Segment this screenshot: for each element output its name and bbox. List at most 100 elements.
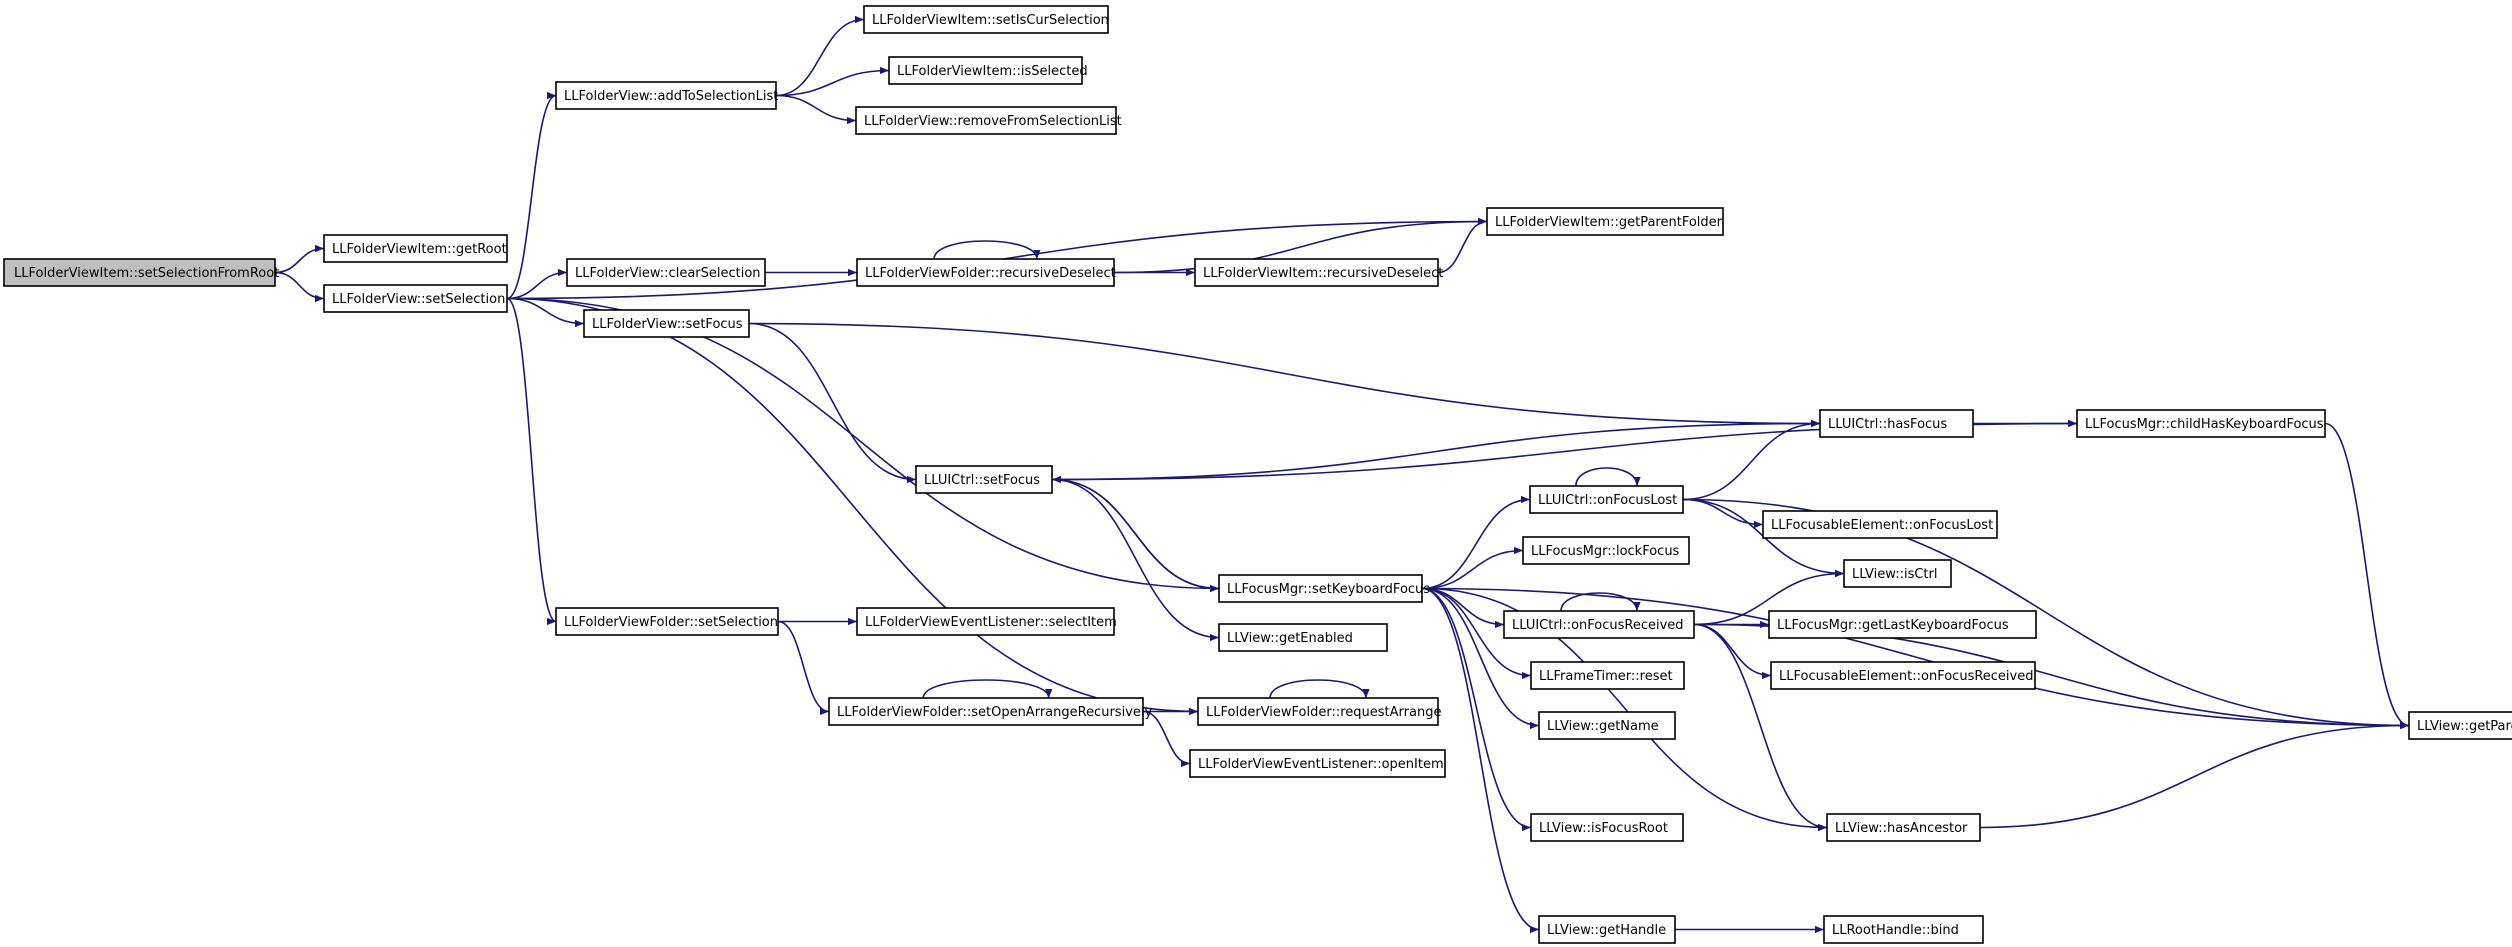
node-label: LLFolderViewItem::getRoot <box>332 242 507 257</box>
node-label: LLFolderViewItem::recursiveDeselect <box>1203 266 1443 281</box>
node-addtoselectionlist[interactable]: LLFolderView::addToSelectionList <box>555 81 778 110</box>
call-edge-n17-n14 <box>1051 475 1220 590</box>
node-item-recursivedeselect[interactable]: LLFolderViewItem::recursiveDeselect <box>1194 258 1443 287</box>
call-edge-n3-n6 <box>775 94 857 125</box>
call-edge-n10-n7 <box>1437 217 1488 274</box>
node-openitem[interactable]: LLFolderViewEventListener::openItem <box>1189 749 1446 778</box>
node-folderview-setfocus[interactable]: LLFolderView::setFocus <box>583 309 750 338</box>
node-childhaskeyboardfocus[interactable]: LLFocusMgr::childHasKeyboardFocus <box>2076 409 2326 438</box>
node-label: LLView::getParent <box>2417 719 2512 734</box>
call-edge-n17-n15 <box>1421 495 1531 590</box>
node-getroot[interactable]: LLFolderViewItem::getRoot <box>323 234 508 263</box>
node-folderviewfolder-setselection[interactable]: LLFolderViewFolder::setSelection <box>555 607 779 636</box>
call-edge-n3-n5 <box>775 66 890 97</box>
call-edge-n2-n20 <box>506 297 557 625</box>
call-edge-n9-n9 <box>933 240 1041 260</box>
node-label: LLFocusMgr::setKeyboardFocus <box>1227 582 1430 597</box>
node-label: LLFocusableElement::onFocusReceived <box>1779 669 2034 684</box>
node-folder-recursivedeselect[interactable]: LLFolderViewFolder::recursiveDeselect <box>856 258 1116 287</box>
node-label: LLFolderViewItem::isSelected <box>897 64 1088 79</box>
call-edge-n28-n28 <box>1269 679 1370 699</box>
call-edge-n2-n28 <box>506 297 1199 716</box>
node-label: LLUICtrl::hasFocus <box>1828 417 1947 432</box>
node-removefromselectionlist[interactable]: LLFolderView::removeFromSelectionList <box>855 106 1122 135</box>
call-edge-n17-n18 <box>1421 546 1524 590</box>
node-hasancestor[interactable]: LLView::hasAncestor <box>1826 813 1981 842</box>
call-edge-n23-n26 <box>1693 623 1772 680</box>
node-hasfocus[interactable]: LLUICtrl::hasFocus <box>1819 409 1974 438</box>
node-getlastkeyboardfocus[interactable]: LLFocusMgr::getLastKeyboardFocus <box>1768 610 2037 639</box>
node-label: LLFolderViewFolder::setSelection <box>564 615 778 630</box>
call-edge-n0-n2 <box>274 271 325 303</box>
call-edge-n17-n30 <box>1421 587 2410 730</box>
node-setiscurselection[interactable]: LLFolderViewItem::setIsCurSelection <box>863 5 1109 34</box>
node-label: LLFolderView::setFocus <box>592 317 743 332</box>
call-edges <box>274 15 2410 934</box>
node-label: LLFolderView::addToSelectionList <box>564 89 778 104</box>
call-edge-n33-n30 <box>1979 721 2410 829</box>
call-edge-n15-n12 <box>1682 419 1821 501</box>
node-isctrl[interactable]: LLView::isCtrl <box>1843 559 1952 588</box>
node-label: LLUICtrl::onFocusReceived <box>1512 618 1684 633</box>
node-label: LLFolderViewFolder::requestArrange <box>1206 705 1441 720</box>
node-frametimer-reset[interactable]: LLFrameTimer::reset <box>1530 661 1685 690</box>
node-lockfocus[interactable]: LLFocusMgr::lockFocus <box>1522 536 1690 565</box>
node-label: LLFocusMgr::childHasKeyboardFocus <box>2085 417 2324 432</box>
node-label: LLView::getName <box>1547 719 1659 734</box>
call-edge-n27-n27 <box>922 679 1053 699</box>
node-onfocusreceived[interactable]: LLUICtrl::onFocusReceived <box>1503 610 1695 639</box>
call-edge-n20-n27 <box>777 620 830 716</box>
node-gethandle[interactable]: LLView::getHandle <box>1538 915 1676 944</box>
call-edge-n17-n33 <box>1421 587 1828 832</box>
node-label: LLView::isFocusRoot <box>1539 821 1668 836</box>
node-uictrl-setfocus[interactable]: LLUICtrl::setFocus <box>915 465 1053 494</box>
node-getname[interactable]: LLView::getName <box>1538 711 1676 740</box>
call-edge-n15-n15 <box>1575 467 1641 487</box>
call-edge-n13-n30 <box>2324 422 2410 730</box>
call-edge-n11-n14 <box>748 322 917 484</box>
call-edge-n17-n25 <box>1421 587 1532 680</box>
node-getparentfolder[interactable]: LLFolderViewItem::getParentFolder <box>1486 207 1724 236</box>
node-label: LLRootHandle::bind <box>1832 923 1959 938</box>
call-edge-n23-n23 <box>1560 592 1641 612</box>
node-label: LLFolderViewItem::getParentFolder <box>1495 215 1723 230</box>
call-edge-n3-n4 <box>775 15 865 97</box>
node-label: LLFolderView::setSelection <box>332 292 505 307</box>
call-edge-n14-n22 <box>1051 478 1220 642</box>
node-label: LLView::isCtrl <box>1852 567 1937 582</box>
node-label: LLUICtrl::setFocus <box>924 473 1040 488</box>
node-isselected[interactable]: LLFolderViewItem::isSelected <box>888 56 1088 85</box>
node-setopenarrangerecursively[interactable]: LLFolderViewFolder::setOpenArrangeRecurs… <box>828 697 1152 726</box>
node-label: LLFolderViewFolder::setOpenArrangeRecurs… <box>837 705 1152 720</box>
call-nodes: LLFolderViewItem::setSelectionFromRoot L… <box>3 5 2512 944</box>
call-edge-n23-n19 <box>1693 569 1845 626</box>
call-edge-n2-n17 <box>506 297 1220 593</box>
node-label: LLFolderViewEventListener::openItem <box>1198 757 1444 772</box>
call-edge-n11-n12 <box>748 322 1821 428</box>
node-setselectionfromroot[interactable]: LLFolderViewItem::setSelectionFromRoot <box>3 258 279 287</box>
node-getenabled[interactable]: LLView::getEnabled <box>1218 623 1388 652</box>
node-folderview-setselection[interactable]: LLFolderView::setSelection <box>323 284 508 313</box>
node-selectitem[interactable]: LLFolderViewEventListener::selectItem <box>856 607 1117 636</box>
call-edge-n23-n33 <box>1693 623 1828 832</box>
node-label: LLView::hasAncestor <box>1835 821 1968 836</box>
call-edge-n27-n31 <box>1142 710 1191 768</box>
node-focusableelement-onfocusreceived[interactable]: LLFocusableElement::onFocusReceived <box>1770 661 2036 690</box>
node-focusableelement-onfocuslost[interactable]: LLFocusableElement::onFocusLost <box>1762 510 1998 539</box>
node-setkeyboardfocus[interactable]: LLFocusMgr::setKeyboardFocus <box>1218 574 1430 603</box>
node-label: LLFolderViewFolder::recursiveDeselect <box>865 266 1116 281</box>
node-label: LLView::getEnabled <box>1227 631 1353 646</box>
node-label: LLFolderView::removeFromSelectionList <box>864 114 1122 129</box>
node-requestarrange[interactable]: LLFolderViewFolder::requestArrange <box>1197 697 1441 726</box>
call-edge-n17-n34 <box>1421 587 1540 934</box>
node-label: LLFocusMgr::lockFocus <box>1531 544 1680 559</box>
node-label: LLFolderViewItem::setIsCurSelection <box>872 13 1109 28</box>
call-edge-n2-n3 <box>506 91 557 300</box>
node-label: LLView::getHandle <box>1547 923 1666 938</box>
node-onfocuslost[interactable]: LLUICtrl::onFocusLost <box>1529 485 1684 514</box>
node-roothandle-bind[interactable]: LLRootHandle::bind <box>1823 915 1984 944</box>
node-label: LLFolderViewItem::setSelectionFromRoot <box>14 266 279 281</box>
node-isfocusroot[interactable]: LLView::isFocusRoot <box>1530 813 1684 842</box>
node-clearselection[interactable]: LLFolderView::clearSelection <box>566 258 766 287</box>
node-getparent[interactable]: LLView::getParent <box>2408 711 2512 740</box>
